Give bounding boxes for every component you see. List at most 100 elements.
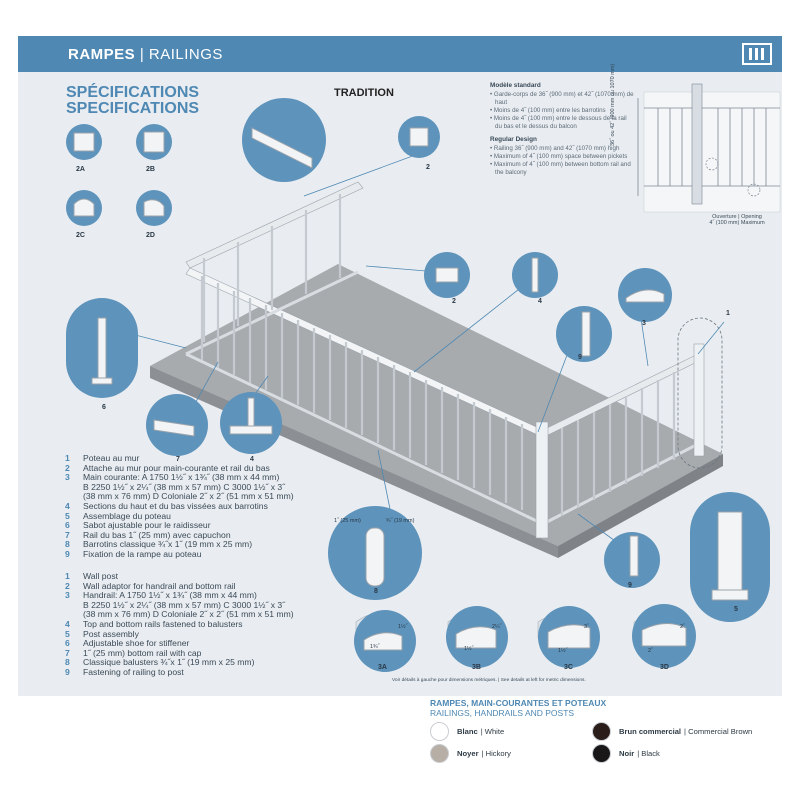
label-8: 8 <box>374 588 378 595</box>
dim-3c: 3˝ <box>584 624 589 630</box>
label-2-mid: 2 <box>452 298 456 305</box>
color-swatch-white: Blanc| White <box>430 722 504 741</box>
dim-3d2: 2˝ <box>648 648 653 654</box>
label-2a: 2A <box>76 166 85 173</box>
label-5: 5 <box>734 606 738 613</box>
label-2b: 2B <box>146 166 155 173</box>
color-fr: Noir <box>619 749 635 758</box>
footer-subtitle: RAILINGS, HANDRAILS AND POSTS <box>430 708 575 718</box>
label-4-top: 4 <box>538 298 542 305</box>
opening-line2: 4˝ (100 mm) Maximum <box>709 220 765 226</box>
railing-logo-icon <box>742 43 772 65</box>
callout-8 <box>328 506 422 600</box>
swatch-circle <box>430 744 449 763</box>
dim-3b2: 1½˝ <box>464 646 474 652</box>
standard-notes: Modèle standard Garde-corps de 36˝ (900 … <box>490 82 635 177</box>
callout-2c <box>66 190 102 226</box>
standard-en-item: Railing 36˝ (900 mm) and 42˝ (1070 mm) h… <box>494 145 635 153</box>
footer-title: RAMPES, MAIN-COURANTES ET POTEAUX <box>430 698 607 708</box>
label-1: 1 <box>726 310 730 317</box>
legend-row: B 2250 1½˝ x 2¼˝ (38 mm x 57 mm) C 3000 … <box>83 599 286 610</box>
callout-2-top <box>398 116 440 158</box>
title-sep: | <box>135 46 149 63</box>
color-fr: Brun commercial <box>619 727 682 736</box>
standard-fr-item: Garde-corps de 36˝ (900 mm) et 42˝ (1070… <box>494 91 635 107</box>
dim-8b: ¾˝ (19 mm) <box>386 518 415 524</box>
standard-fr-item: Moins de 4˝ (100 mm) entre le dessous de… <box>494 115 635 131</box>
dim-3c2: 1½˝ <box>558 648 568 654</box>
diagram-title: TRADITION <box>334 87 394 99</box>
label-2d: 2D <box>146 232 155 239</box>
specifications-fr: SPÉCIFICATIONS <box>66 84 200 101</box>
dim-3b: 2¼˝ <box>492 624 502 630</box>
callout-5 <box>690 492 770 622</box>
label-3a: 3A <box>378 664 387 671</box>
dim-8a: 1˝ (25 mm) <box>334 518 361 524</box>
color-swatch-hickory: Noyer| Hickory <box>430 744 511 763</box>
standard-fr-item: Moins de 4˝ (100 mm) entre les barrotins <box>494 107 635 115</box>
dim-3a: 1½˝ <box>398 624 408 630</box>
metric-note: Voir détails à gauche pour dimensions mé… <box>392 678 586 683</box>
callout-4-top <box>512 252 558 298</box>
callout-3b <box>446 606 508 668</box>
label-7: 7 <box>176 456 180 463</box>
color-fr: Noyer <box>457 749 479 758</box>
opening-label: Ouverture | Opening 4˝ (100 mm) Maximum <box>702 214 772 226</box>
label-3b: 3B <box>472 664 481 671</box>
swatch-circle <box>592 722 611 741</box>
callout-2-mid <box>424 252 470 298</box>
callout-2b <box>136 124 172 160</box>
color-en: White <box>484 727 505 736</box>
label-2c: 2C <box>76 232 85 239</box>
standard-en-item: Maximum of 4˝ (100 mm) between bottom ra… <box>494 161 635 177</box>
legend-row: (38 mm x 76 mm) D Coloniale 2˝ x 2˝ (51 … <box>83 609 294 620</box>
color-swatch-black: Noir| Black <box>592 744 660 763</box>
callout-3 <box>618 268 672 322</box>
label-9-bottom: 9 <box>628 582 632 589</box>
callout-9-bottom <box>604 532 660 588</box>
callout-handrail <box>242 98 326 182</box>
color-swatch-brown: Brun commercial| Commercial Brown <box>592 722 752 741</box>
callout-2d <box>136 190 172 226</box>
standard-en-title: Regular Design <box>490 136 537 143</box>
callout-9-top <box>556 306 612 362</box>
color-fr: Blanc <box>457 727 478 736</box>
callout-6 <box>66 298 138 398</box>
callout-3c <box>538 606 600 668</box>
label-3d: 3D <box>660 664 669 671</box>
label-9-top: 9 <box>578 354 582 361</box>
title-bold: RAMPES <box>68 46 136 63</box>
label-4-bottom: 4 <box>250 456 254 463</box>
legend-row: (38 mm x 76 mm) D Coloniale 2˝ x 2˝ (51 … <box>83 491 294 502</box>
callout-7 <box>146 394 208 456</box>
color-en: Hickory <box>485 749 511 758</box>
footer <box>0 700 800 800</box>
swatch-circle <box>592 744 611 763</box>
opening-line1: Ouverture | Opening <box>712 214 762 220</box>
label-6: 6 <box>102 404 106 411</box>
dim-3d: 2˝ <box>680 624 685 630</box>
swatch-circle <box>430 722 449 741</box>
label-2-top: 2 <box>426 164 430 171</box>
standard-en-item: Maximum of 4˝ (100 mm) space between pic… <box>494 153 635 161</box>
header-bar: RAMPES | RAILINGS <box>18 36 782 72</box>
spec-page: RAMPES | RAILINGS <box>18 36 782 696</box>
railing-illustration <box>107 83 781 639</box>
label-3: 3 <box>642 320 646 327</box>
